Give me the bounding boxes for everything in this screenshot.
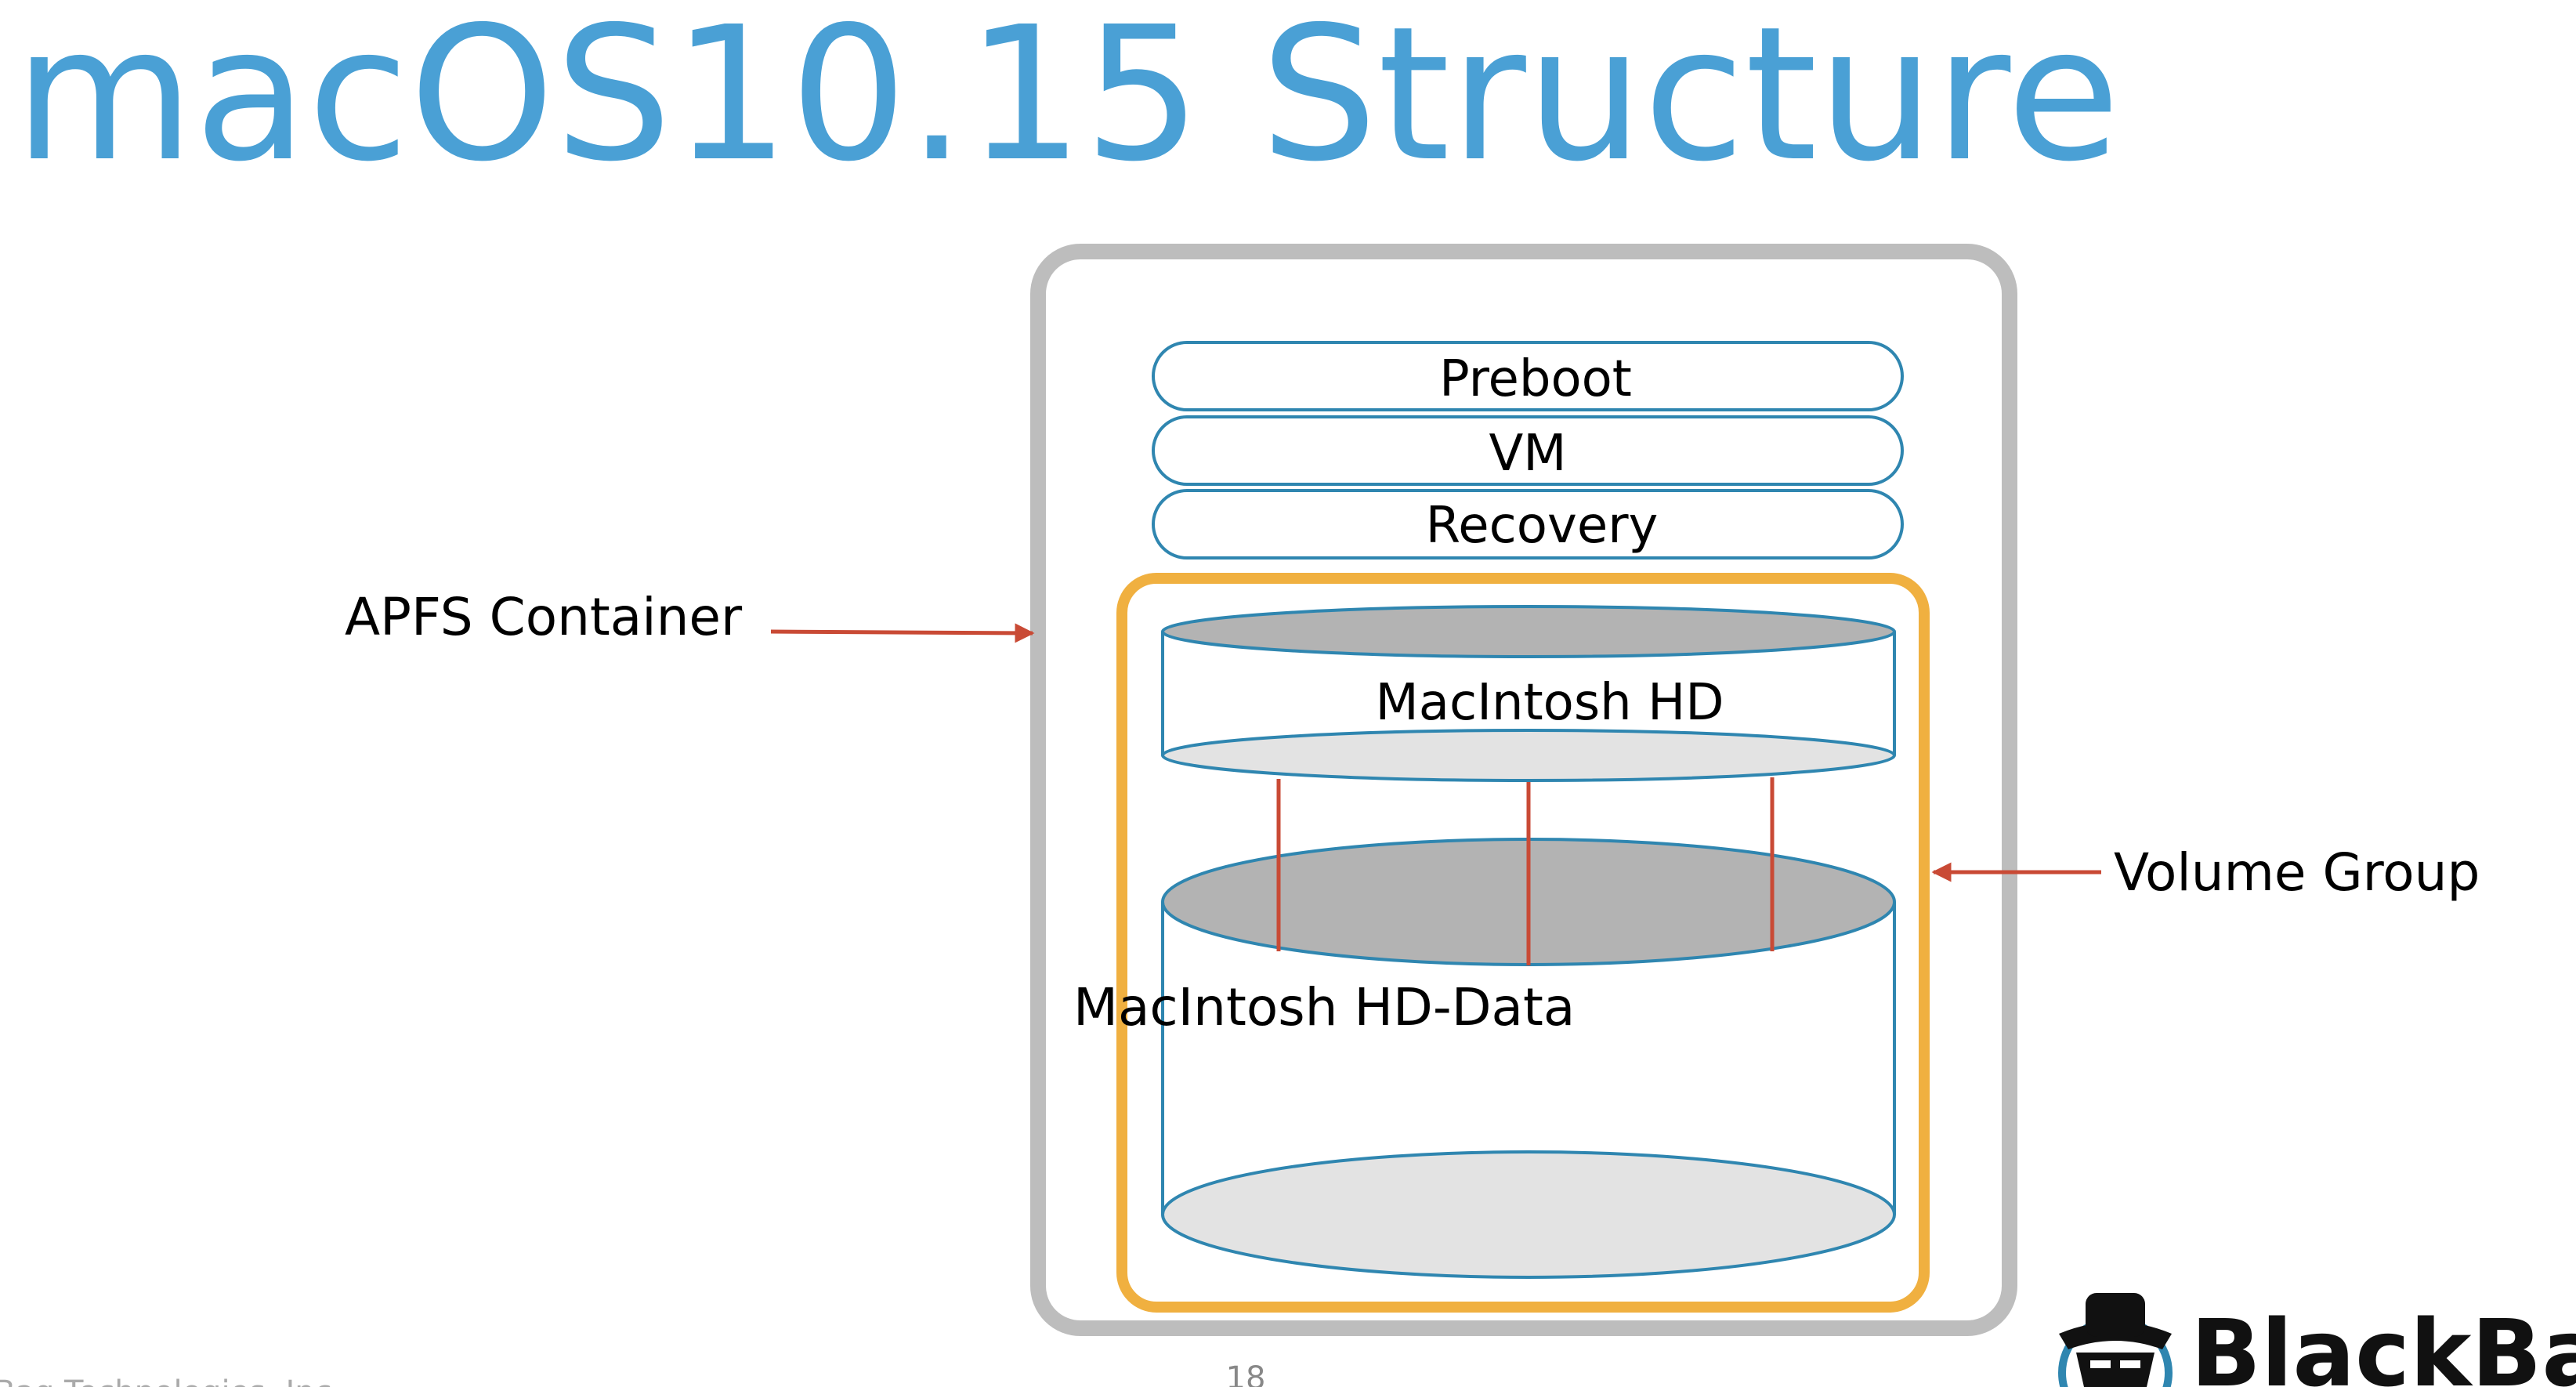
brand-logo: BlackBag (2058, 1293, 2576, 1387)
apfs-container-label: APFS Container (345, 587, 743, 647)
macintosh-hd-data-label: MacIntosh HD-Data (1073, 977, 1575, 1038)
vm-volume: VM (1152, 415, 1904, 486)
macintosh-hd-volume: MacIntosh HD (1161, 605, 1896, 782)
brand-name: BlackBag (2191, 1299, 2576, 1387)
spy-hat-logo-icon (2058, 1293, 2173, 1387)
footer-copyright: Bag Technologies, Inc. (0, 1374, 342, 1387)
macintosh-hd-data-bottom-disk (1161, 1150, 1896, 1279)
preboot-label: Preboot (1439, 350, 1632, 408)
recovery-volume: Recovery (1152, 489, 1904, 560)
page-number: 18 (1226, 1360, 1266, 1387)
slide-title: macOS10.15 Structure (14, 0, 2120, 202)
recovery-label: Recovery (1426, 497, 1659, 555)
macintosh-hd-label: MacIntosh HD (1376, 674, 1724, 732)
volume-group-label: Volume Group (2114, 842, 2480, 903)
volume-group-box (1116, 573, 1930, 1313)
macintosh-hd-bottom-disk (1161, 729, 1896, 782)
apfs-container-arrow (770, 623, 1035, 643)
preboot-volume: Preboot (1152, 341, 1904, 411)
apfs-container-box (1030, 244, 2017, 1336)
vm-label: VM (1489, 425, 1567, 483)
volume-link-lines (1276, 777, 1775, 965)
macintosh-hd-top-disk (1161, 605, 1896, 658)
